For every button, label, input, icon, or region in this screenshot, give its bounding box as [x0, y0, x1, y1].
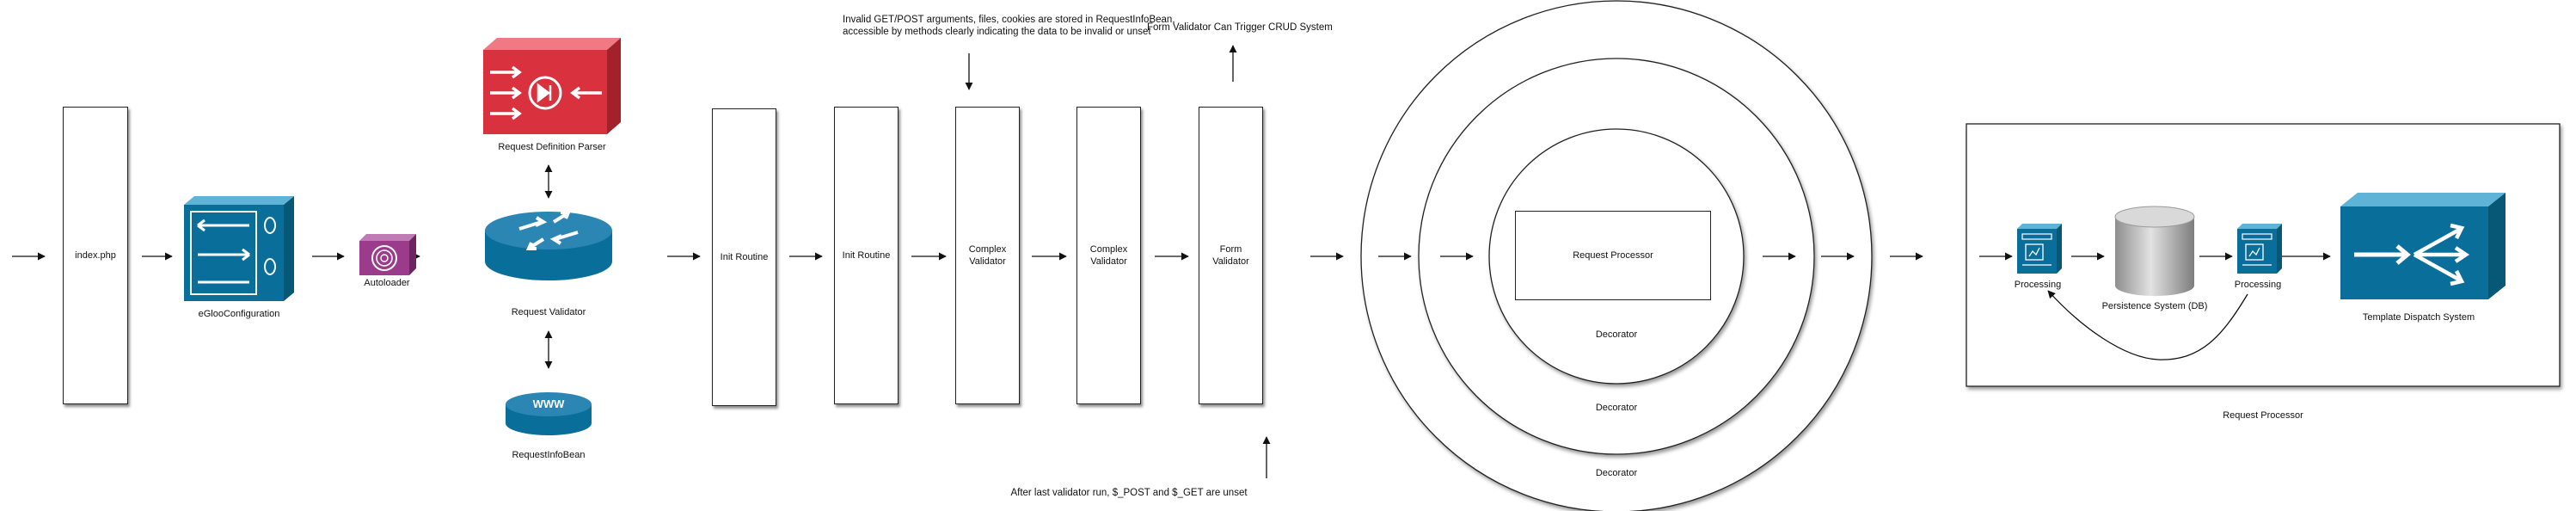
- router-icon: [485, 211, 612, 280]
- autoloader-label: Autoloader: [364, 278, 410, 288]
- complex-validator-1-label: Complex Validator: [968, 244, 1007, 267]
- index-php-label: index.php: [75, 250, 116, 261]
- after-last-validator-note: After last validator run, $_POST and $_G…: [1010, 488, 1248, 498]
- server-icon: [2237, 224, 2282, 274]
- form-validator-label: Form Validator: [1212, 244, 1249, 267]
- persistence-system-label: Persistence System (DB): [2101, 301, 2208, 311]
- processing-2-label: Processing: [2234, 280, 2282, 290]
- request-processor-container-label: Request Processor: [2223, 410, 2303, 421]
- complex-validator-2-label: Complex Validator: [1089, 244, 1128, 267]
- autoloader-icon: [359, 234, 416, 275]
- form-validator-crud-note: Form Validator Can Trigger CRUD System: [1147, 22, 1333, 33]
- egloo-configuration-label: eGlooConfiguration: [198, 309, 280, 319]
- complex-validator-2-box: Complex Validator: [1076, 107, 1141, 404]
- request-processor-arrows: [1979, 252, 2331, 360]
- www-server-icon: [506, 392, 592, 435]
- index-php-box: index.php: [63, 107, 128, 404]
- form-validator-box: Form Validator: [1199, 107, 1263, 404]
- decorator-middle-label: Decorator: [1595, 403, 1638, 413]
- init-routine-2-box: Init Routine: [834, 107, 899, 404]
- request-processor-inner-label: Request Processor: [1573, 250, 1653, 261]
- request-info-bean-label: RequestInfoBean: [512, 450, 586, 460]
- request-processor-inner-box: Request Processor: [1515, 211, 1711, 300]
- request-definition-parser-label: Request Definition Parser: [498, 142, 606, 152]
- invalid-args-note-line-1: Invalid GET/POST arguments, files, cooki…: [843, 15, 1175, 25]
- complex-validator-1-box: Complex Validator: [955, 107, 1020, 404]
- parser-appliance-icon: [483, 38, 621, 134]
- template-dispatch-system-label: Template Dispatch System: [2362, 312, 2475, 323]
- switch-icon: [2340, 193, 2505, 299]
- init-routine-1-label: Init Routine: [720, 252, 769, 262]
- invalid-args-note: Invalid GET/POST arguments, files, cooki…: [843, 14, 1175, 38]
- server-icon: [2017, 224, 2062, 274]
- decorator-inner-label: Decorator: [1595, 329, 1638, 340]
- database-cylinder-icon: [2114, 206, 2195, 296]
- configuration-appliance-icon: [184, 196, 294, 301]
- request-validator-label: Request Validator: [511, 307, 586, 317]
- init-routine-1-box: Init Routine: [712, 108, 776, 406]
- decorator-outer-label: Decorator: [1595, 468, 1638, 478]
- invalid-args-note-line-2: accessible by methods clearly indicating…: [843, 27, 1151, 37]
- processing-1-label: Processing: [2014, 280, 2062, 290]
- www-icon-text: WWW: [532, 397, 565, 410]
- init-routine-2-label: Init Routine: [842, 250, 891, 261]
